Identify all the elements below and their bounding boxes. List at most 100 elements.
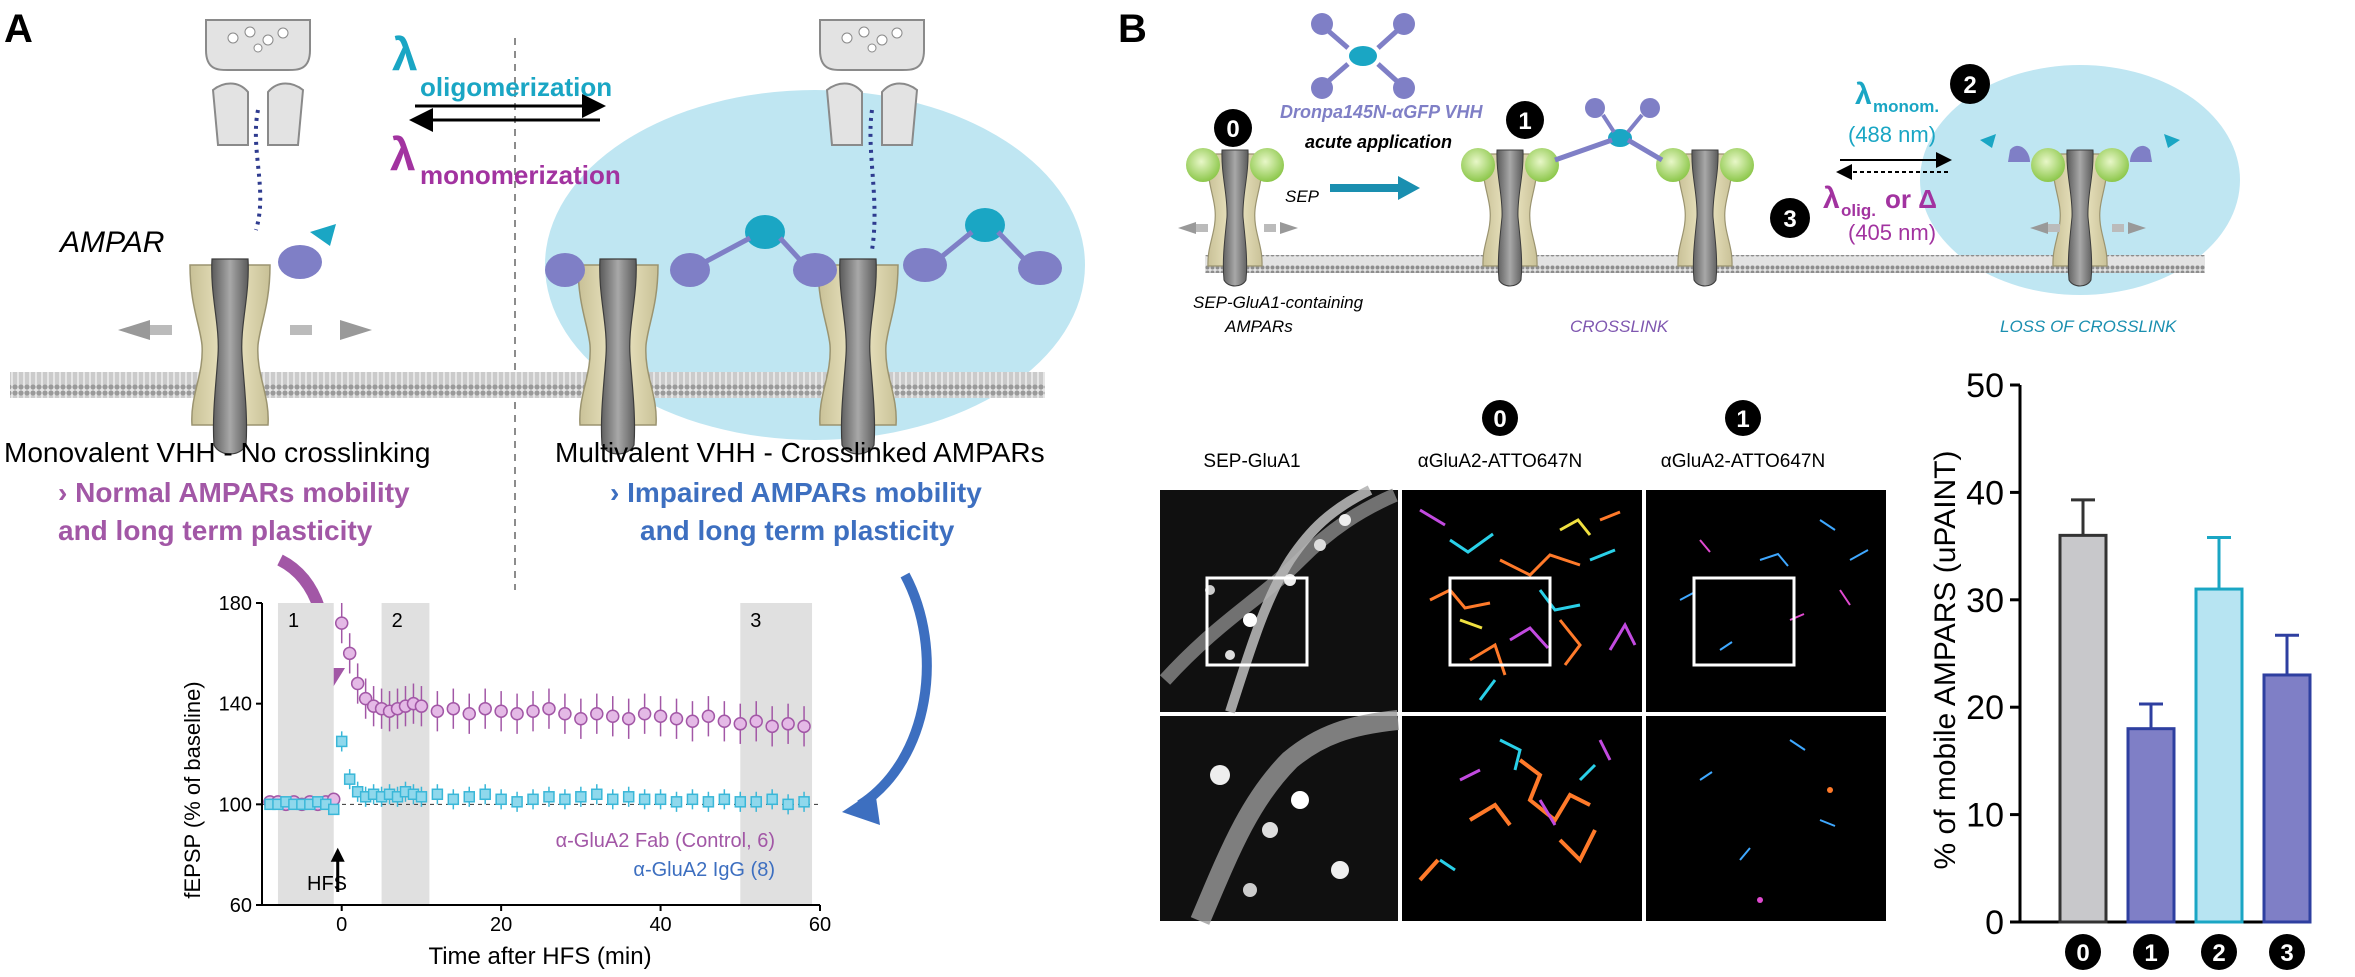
point-igg [734,796,747,808]
ltp-xtick-label: 40 [649,914,671,936]
sep-glua1-label-2: AMPARs [1224,317,1293,336]
legend-fab: α-GluA2 Fab (Control, 6) [556,830,775,852]
point-igg [327,803,340,816]
image-title-sep: SEP-GluA1 [1203,451,1300,472]
shaded-window-label-1: 1 [288,610,299,632]
lambda-monom-label: monom. [1873,97,1939,116]
caption-multivalent-bullet2: and long term plasticity [640,515,955,546]
wavelength-488: (488 nm) [1848,122,1936,147]
point-igg [343,773,356,785]
shaded-window-1 [277,603,334,905]
point-fab [430,704,445,718]
shaded-window-label-2: 2 [392,610,403,632]
ltp-ytick-label: 140 [219,694,252,716]
bar-ytick-label: 30 [1966,582,2004,620]
shaded-window-3 [740,603,813,905]
point-fab [733,717,748,731]
panel-label-b: B [1118,7,1147,51]
atto-image-0-bottom [1402,716,1642,921]
ltp-ytick-label: 60 [230,895,252,917]
atto-image-1-bottom [1646,716,1886,921]
point-fab [526,704,540,718]
point-fab [494,704,508,718]
sep-label: SEP [1285,187,1320,206]
ltp-ytick-label: 100 [219,794,252,816]
bar-category-badge [2133,934,2169,970]
point-igg [606,793,619,806]
point-igg [670,796,683,808]
point-fab [717,714,732,729]
image-badge-1: 1 [1725,400,1761,436]
point-fab [637,706,652,721]
point-igg [575,791,587,803]
point-igg [622,791,635,803]
or-delta-label: or Δ [1885,184,1937,214]
sep-tag-left [1186,148,1220,182]
bar-category-label: 3 [2280,940,2293,967]
point-igg [766,793,778,806]
image-title-atto-1: αGluA2-ATTO647N [1661,451,1825,472]
svg-text:1: 1 [1736,406,1749,433]
step-badge-1: 1 [1506,101,1544,139]
lambda-mono-symbol: λ [390,128,416,180]
svg-text:0: 0 [1493,406,1506,433]
point-igg [495,793,507,806]
point-fab [590,706,604,721]
sep-image-bottom [1160,716,1398,921]
caption-monovalent-bullet1: › Normal AMPARs mobility [58,477,410,508]
point-igg [559,793,571,806]
point-igg [511,796,523,808]
microscopy-grid [1159,485,1886,925]
atto-image-1-top [1646,490,1886,712]
ltp-xtick-label: 60 [809,914,831,936]
caption-monovalent: Monovalent VHH - No crosslinking [4,437,430,468]
shaded-window-label-3: 3 [750,610,761,632]
point-fab [621,712,636,726]
svg-text:2: 2 [1963,72,1976,99]
lambda-oligo-symbol: λ [392,28,418,80]
hfs-label: HFS [307,873,347,895]
point-fab [558,706,572,721]
ampar-receptor-left [189,258,271,455]
point-fab [350,676,365,691]
point-igg [431,788,444,801]
lambda-oligo-label: oligomerization [420,72,612,102]
ampar-receptor-right2 [817,258,899,455]
point-igg [702,796,715,808]
caption-monovalent-bullet2: and long term plasticity [58,515,373,546]
point-fab [669,712,684,726]
sep-tag-right [1250,148,1284,182]
point-igg [718,793,731,806]
point-fab [574,712,588,726]
mobility-arrow-left [118,320,150,340]
point-fab [414,699,429,713]
point-fab [334,616,349,630]
hfs-arrowhead [330,847,345,862]
point-fab [701,709,716,723]
step-badge-3: 3 [1770,198,1810,238]
ltp-ylabel: fEPSP (% of baseline) [180,681,205,898]
atto-image-0-top [1402,490,1642,712]
lambda-monom-symbol: λ [1855,78,1872,111]
point-igg [750,796,762,808]
legend-igg: α-GluA2 IgG (8) [633,859,775,881]
panel-label-a: A [4,7,33,51]
point-igg [335,735,348,748]
point-fab [462,706,477,721]
point-igg [463,791,476,803]
sep-glua1-label-1: SEP-GluA1-containing [1193,293,1364,312]
bar-ytick-label: 0 [1985,904,2004,942]
caption-multivalent-bullet1: › Impaired AMPARs mobility [610,477,982,508]
point-igg [479,788,491,801]
step-badge-0: 0 [1214,109,1252,147]
point-fab [781,717,795,731]
point-fab [542,701,556,716]
wavelength-405: (405 nm) [1848,220,1936,245]
bar-ytick-label: 40 [1966,474,2004,512]
crosslinked-vhh [1461,98,1754,182]
bar-3 [2262,673,2312,924]
ampar-label: AMPAR [58,226,164,259]
acute-label: acute application [1305,132,1452,152]
